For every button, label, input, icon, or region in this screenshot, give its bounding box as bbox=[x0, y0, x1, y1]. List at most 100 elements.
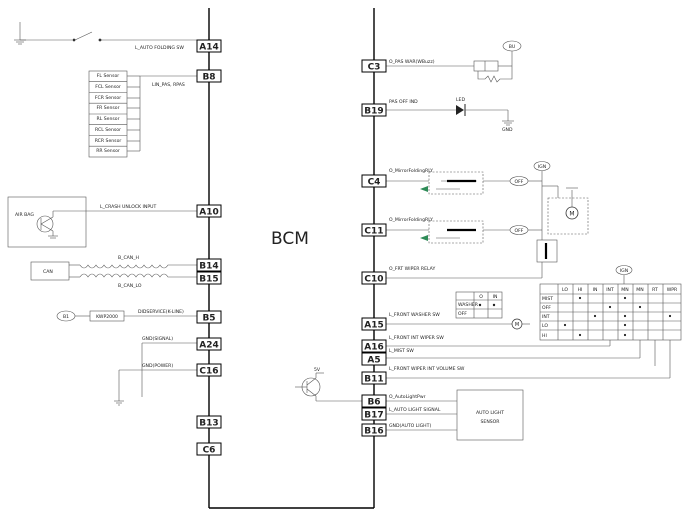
pin-a24-label: A24 bbox=[199, 341, 219, 351]
wiper-col-5: MN bbox=[636, 287, 643, 293]
pas-buzzer bbox=[386, 40, 522, 83]
sensor-fr: FR Sensor bbox=[96, 105, 119, 111]
mirror-relay-2 bbox=[386, 220, 542, 244]
pin-c10-label: C10 bbox=[364, 275, 383, 285]
pin-b13-label: B13 bbox=[199, 419, 218, 429]
sensor-rr: RR Sensor bbox=[96, 148, 120, 154]
signal-b6: O_AutoLightPwr bbox=[389, 394, 426, 400]
five-v-label: 5V bbox=[314, 367, 321, 373]
pin-a15-label: A15 bbox=[364, 321, 384, 331]
auto-light-driver bbox=[295, 372, 362, 402]
pin-b8 bbox=[196, 69, 222, 83]
mirror-relay-1 bbox=[386, 171, 542, 195]
pin-c16-label: C16 bbox=[199, 367, 218, 377]
sensor-rl: RL Sensor bbox=[97, 116, 120, 122]
washer-col-1: IN bbox=[493, 294, 498, 300]
off-label-2: OFF bbox=[515, 228, 524, 234]
pin-b13 bbox=[196, 415, 222, 429]
wiper-col-3: INT bbox=[606, 287, 614, 293]
svg-text:M: M bbox=[569, 211, 574, 218]
signal-a16: L_FRONT INT WIPER SW bbox=[389, 335, 444, 341]
bu-label: BU bbox=[509, 44, 516, 50]
pin-b14 bbox=[196, 258, 222, 272]
wiper-col-6: RT bbox=[652, 287, 658, 293]
pin-b14-label: B14 bbox=[199, 262, 218, 272]
pin-a10-label: A10 bbox=[199, 208, 219, 218]
wiper-col-0: LO bbox=[562, 287, 568, 293]
signal-c11: O_MirrorFoldingRLY bbox=[389, 217, 433, 223]
pin-a16 bbox=[361, 339, 387, 353]
signal-b8: LIN_PAS, RPAS bbox=[152, 82, 185, 88]
auto-light-sensor bbox=[386, 389, 524, 441]
pin-b6-label: B6 bbox=[367, 398, 380, 408]
wiper-switch-table bbox=[539, 283, 682, 341]
washer-switch-table bbox=[455, 291, 503, 319]
pin-b16-label: B16 bbox=[364, 427, 383, 437]
signal-a10: L_CRASH UNLOCK INPUT bbox=[100, 204, 156, 210]
signal-b5: DIDSERVICE(K-LINE) bbox=[138, 309, 184, 315]
wiper-row-3: LO bbox=[542, 323, 548, 329]
pin-c6 bbox=[196, 442, 222, 456]
signal-b11: L_FRONT WIPER INT VOLUME SW bbox=[389, 366, 465, 372]
sensor-rcr: RCR Sensor bbox=[95, 138, 122, 144]
signal-b14: B_CAN_H bbox=[118, 255, 139, 261]
pin-c4-label: C4 bbox=[368, 178, 381, 188]
signal-c4: O_MirrorFoldingRLY bbox=[389, 168, 433, 174]
pin-a5-label: A5 bbox=[367, 356, 380, 366]
can-label: CAN bbox=[43, 269, 53, 275]
signal-c16: GND(POWER) bbox=[142, 363, 173, 369]
pin-c11-label: C11 bbox=[364, 227, 383, 237]
pin-b8-label: B8 bbox=[202, 73, 215, 83]
pin-a15 bbox=[361, 317, 387, 331]
signal-c3: O_PAS WAR(WBuzz) bbox=[389, 59, 435, 65]
washer-row-1: OFF bbox=[458, 311, 467, 317]
pin-c4 bbox=[361, 174, 387, 188]
pin-c6-label: C6 bbox=[203, 446, 216, 456]
pin-b11 bbox=[361, 371, 387, 385]
pin-b15-label: B15 bbox=[199, 275, 218, 285]
ign2-label: IGN bbox=[620, 268, 628, 274]
signal-b19: PAS OFF IND bbox=[389, 99, 418, 105]
sensor-text-2: SENSOR bbox=[481, 419, 501, 425]
wiper-switch-wires bbox=[386, 340, 671, 379]
pin-b15 bbox=[196, 271, 222, 285]
washer-col-0: O bbox=[479, 294, 483, 300]
pin-a10 bbox=[196, 204, 222, 218]
signal-c10: O_FRT WIPER RELAY bbox=[389, 266, 435, 272]
washer-row-0: WASHER bbox=[458, 302, 479, 308]
ground-wires bbox=[114, 342, 197, 406]
pas-off-led bbox=[386, 104, 514, 126]
pin-b5-label: B5 bbox=[202, 314, 215, 324]
signal-b17: L_AUTO LIGHT SIGNAL bbox=[389, 407, 441, 413]
ign-terminal-2 bbox=[615, 265, 633, 275]
airbag-module bbox=[7, 196, 197, 248]
pin-b11-label: B11 bbox=[364, 375, 383, 385]
ign-label: IGN bbox=[538, 164, 546, 170]
auto-folding-switch bbox=[14, 22, 197, 45]
pin-a5 bbox=[361, 352, 387, 366]
wiper-row-4: HI bbox=[542, 333, 547, 339]
pin-b19-label: B19 bbox=[364, 107, 383, 117]
signal-a14: L_AUTO FOLDING SW bbox=[135, 45, 184, 51]
pin-b17 bbox=[361, 407, 387, 421]
can-bus bbox=[30, 261, 197, 281]
wiper-row-2: INT bbox=[542, 314, 550, 320]
signal-b16: GND(AUTO LIGHT) bbox=[389, 423, 431, 429]
sensor-stack bbox=[88, 70, 197, 158]
sensor-rcl: RCL Sensor bbox=[95, 127, 121, 133]
wiper-col-2: IN bbox=[593, 287, 598, 293]
sensor-fcl: FCL Sensor bbox=[95, 84, 121, 90]
pin-a14 bbox=[196, 39, 222, 53]
signal-a15: L_FRONT WASHER SW bbox=[389, 312, 440, 318]
wiper-row-1: OFF bbox=[542, 305, 551, 311]
b1-label: B1 bbox=[63, 314, 69, 320]
wiper-col-1: HI bbox=[578, 287, 583, 293]
led-label: LED bbox=[456, 97, 465, 103]
pin-c11 bbox=[361, 223, 387, 237]
washer-pump: M bbox=[386, 318, 530, 330]
pin-b6 bbox=[361, 394, 387, 408]
signal-a24: GND(SIGNAL) bbox=[142, 336, 173, 342]
gnd-label: GND bbox=[502, 127, 513, 133]
pin-b17-label: B17 bbox=[364, 411, 383, 421]
